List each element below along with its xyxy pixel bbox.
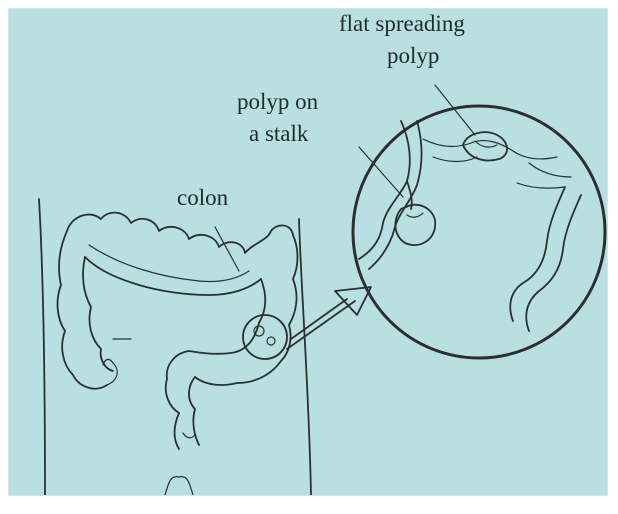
- illustration-frame: flat spreading polyp polyp on a stalk co…: [9, 9, 607, 495]
- magnify-arrow: [287, 287, 371, 349]
- colon-polyp-diagram: flat spreading polyp polyp on a stalk co…: [9, 9, 607, 495]
- stalk-polyp-label-line1: polyp on: [237, 89, 319, 114]
- stalk-polyp-label-line2: a stalk: [249, 121, 309, 146]
- diagram-labels: flat spreading polyp polyp on a stalk co…: [177, 11, 465, 210]
- flat-polyp-label-line1: flat spreading: [339, 11, 465, 36]
- torso-outline: [39, 199, 311, 495]
- colon-label: colon: [177, 185, 229, 210]
- flat-polyp-label-line2: polyp: [387, 43, 439, 68]
- colon-drawing: [58, 213, 298, 449]
- magnified-view: [353, 85, 605, 358]
